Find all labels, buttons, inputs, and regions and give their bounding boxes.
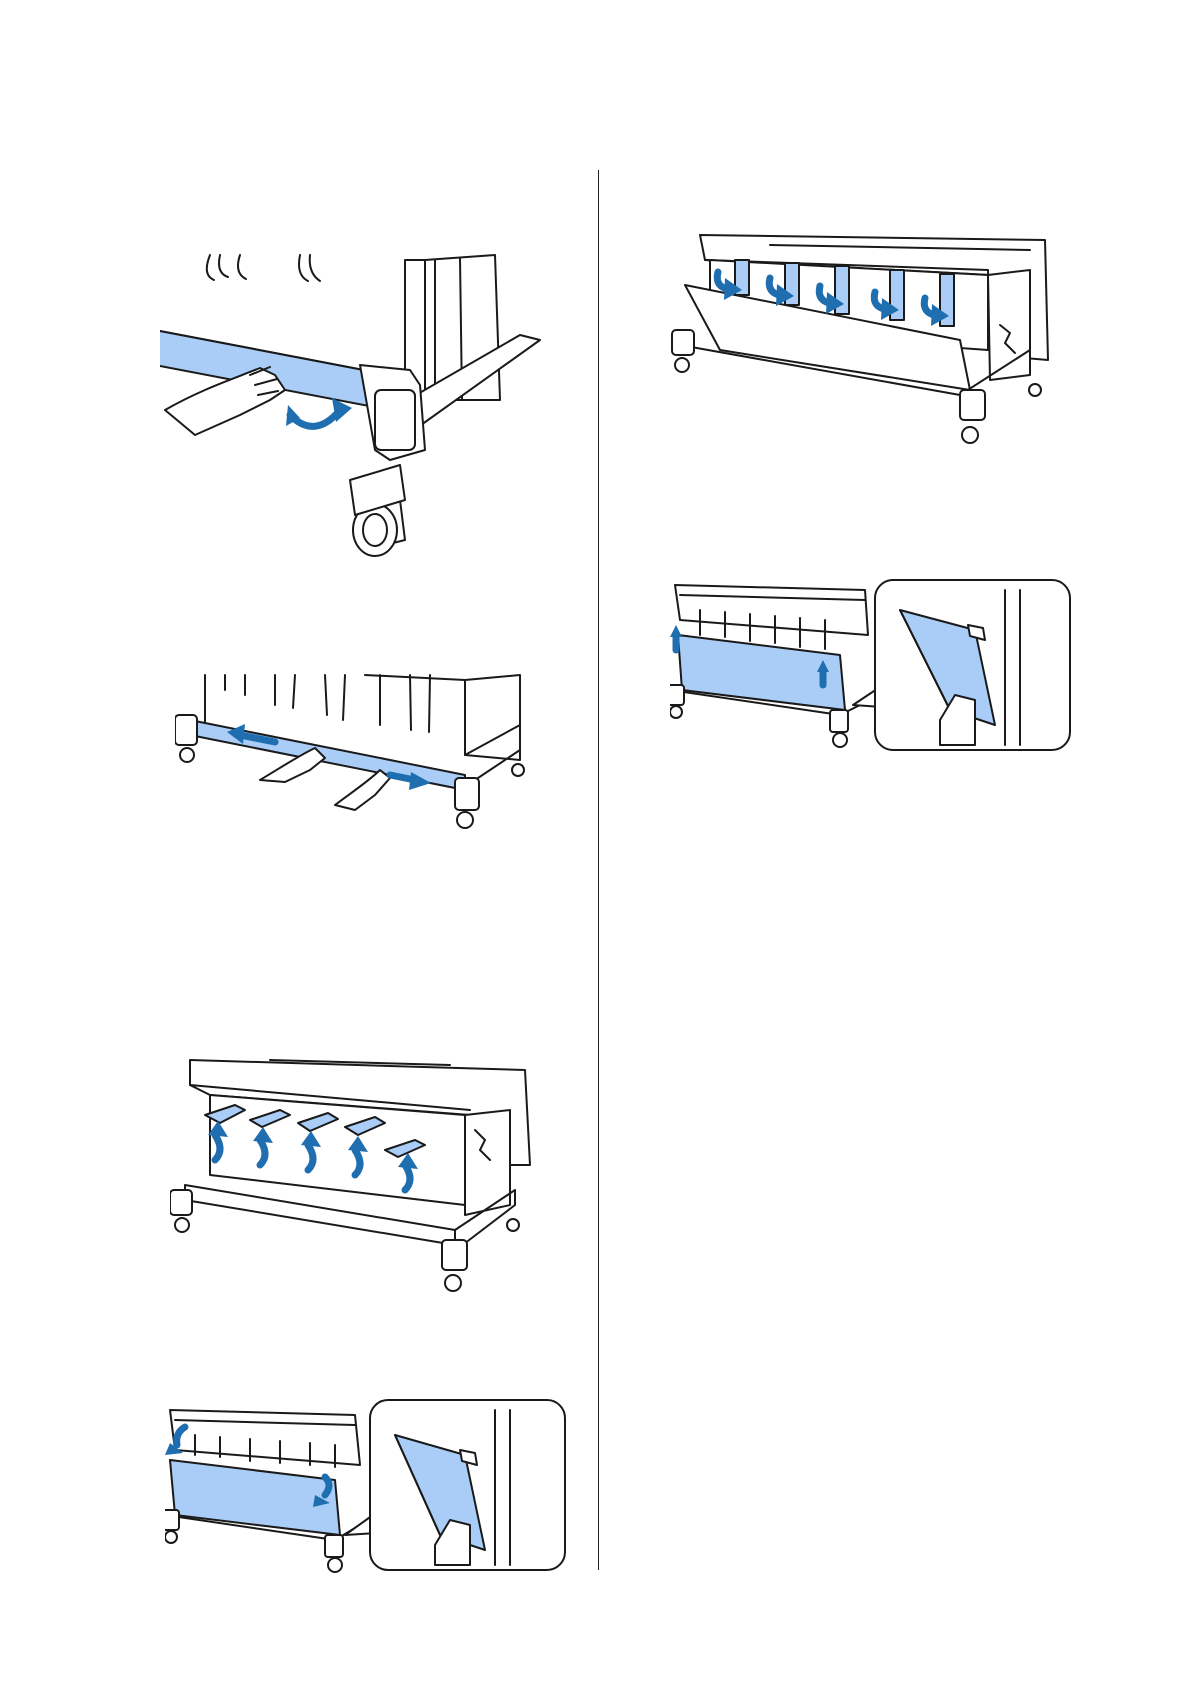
figure-basket-rear-close	[670, 575, 1075, 755]
figure-roll-core-insert	[160, 250, 560, 560]
figure-basket-front-open	[165, 1395, 570, 1575]
figure-belt-hooks-up	[170, 1055, 565, 1305]
column-divider	[598, 170, 599, 1570]
figure-tension-bar-slide	[175, 670, 560, 845]
figure-belt-hooks-down	[670, 230, 1070, 465]
